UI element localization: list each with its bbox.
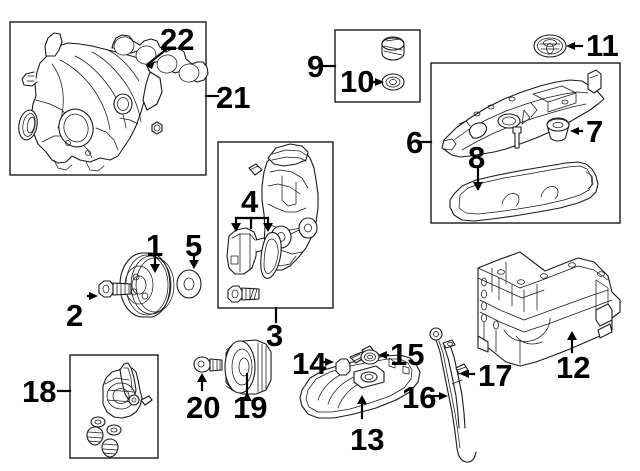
part-cover-stud-bolt bbox=[512, 126, 522, 149]
part-valve-cover bbox=[441, 69, 605, 158]
callout-21: 21 bbox=[216, 80, 251, 115]
part-oil-filler-cap bbox=[546, 117, 570, 142]
callout-2: 2 bbox=[66, 298, 84, 333]
part-ocv-gasket bbox=[260, 231, 282, 279]
group-leader-lines bbox=[56, 42, 584, 420]
part-small-pin bbox=[248, 163, 263, 176]
part-filter-union-bolt bbox=[193, 356, 223, 373]
part-drain-plug-gasket bbox=[360, 349, 380, 365]
part-pulley-bolt bbox=[98, 280, 132, 298]
callout-4: 4 bbox=[241, 184, 259, 219]
part-cylinder-block bbox=[477, 251, 621, 367]
part-dipstick bbox=[429, 327, 477, 463]
callout-12: 12 bbox=[556, 350, 591, 385]
callout-15: 15 bbox=[390, 337, 425, 372]
callout-10: 10 bbox=[340, 64, 375, 99]
part-plug-tube-seal bbox=[381, 36, 405, 61]
callout-18: 18 bbox=[22, 374, 57, 409]
callout-11: 11 bbox=[586, 28, 619, 63]
callout-5: 5 bbox=[185, 228, 203, 263]
callout-20: 20 bbox=[186, 390, 221, 425]
callout-7: 7 bbox=[586, 114, 604, 149]
part-pulley-washer bbox=[176, 269, 202, 299]
part-oil-control-valve bbox=[226, 227, 267, 275]
callout-9: 9 bbox=[307, 49, 325, 84]
part-toyota-emblem bbox=[533, 34, 567, 58]
callout-13: 13 bbox=[350, 422, 385, 457]
callout-19: 19 bbox=[233, 390, 268, 425]
callout-3: 3 bbox=[266, 318, 284, 353]
callout-14: 14 bbox=[292, 346, 327, 381]
callout-6: 6 bbox=[406, 125, 424, 160]
part-oil-pump bbox=[86, 362, 153, 458]
callout-8: 8 bbox=[468, 140, 486, 175]
part-crank-pulley bbox=[119, 252, 175, 318]
part-timing-cover-bolt bbox=[227, 285, 260, 303]
part-intake-manifold bbox=[18, 32, 163, 172]
part-tube-gasket bbox=[381, 73, 405, 91]
callout-16: 16 bbox=[402, 380, 437, 415]
part-dipstick-tube bbox=[442, 339, 469, 429]
callout-17: 17 bbox=[478, 358, 513, 393]
callout-1: 1 bbox=[146, 228, 164, 263]
callout-22: 22 bbox=[160, 22, 195, 57]
part-valve-cover-gasket bbox=[449, 161, 599, 222]
